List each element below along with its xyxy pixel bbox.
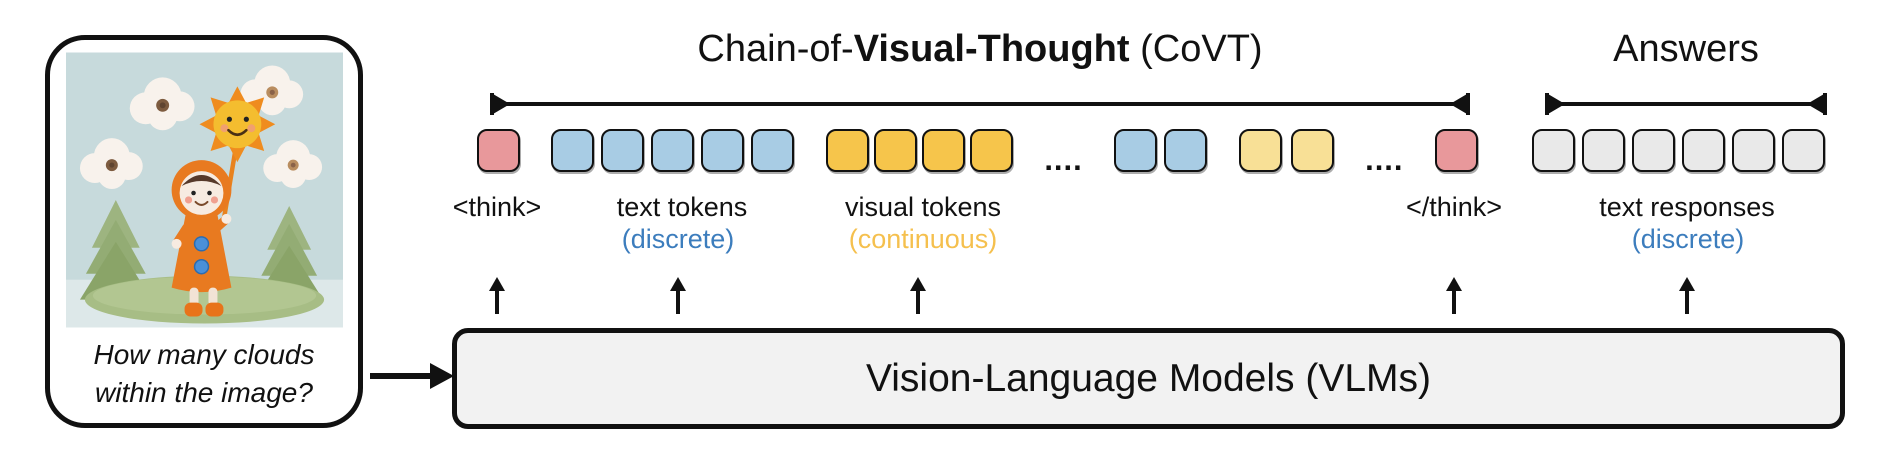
vlm-label: Vision-Language Models (VLMs) <box>865 356 1432 400</box>
visual-token <box>825 129 869 172</box>
doll-icon <box>171 160 232 317</box>
think-close-group <box>1434 129 1478 172</box>
input-card: How many clouds within the image? <box>45 35 363 428</box>
question-line-1: How many clouds <box>93 339 315 370</box>
arrow-shaft <box>495 289 499 314</box>
right-arrowhead-icon <box>493 94 510 114</box>
text-token <box>701 129 745 172</box>
answers-title: Answers <box>1545 28 1827 71</box>
left-arrowhead-icon <box>1807 94 1824 114</box>
text-token <box>1164 129 1208 172</box>
text-tokens-group <box>551 129 795 172</box>
text-responses-group <box>1532 129 1825 172</box>
text-response-token <box>1732 129 1775 172</box>
span-line-left-cap <box>1545 93 1549 115</box>
label-text-responses: text responses <box>1599 192 1775 222</box>
visual-token-light <box>1290 129 1334 172</box>
label-visual-tokens: visual tokens <box>844 192 1002 222</box>
cloud-icon <box>79 138 143 190</box>
input-arrow-icon <box>370 363 454 389</box>
visual-token-light <box>1238 129 1282 172</box>
grass-icon <box>84 275 325 324</box>
up-arrow-icon <box>669 277 687 314</box>
span-line-shaft <box>490 102 1470 106</box>
up-arrow-icon <box>488 277 506 314</box>
text-token <box>1114 129 1158 172</box>
cloud-icon <box>263 140 323 189</box>
text-response-token <box>1582 129 1625 172</box>
visual-tokens-light-group <box>1238 129 1334 172</box>
left-arrowhead-icon <box>1450 94 1467 114</box>
covt-span-line <box>490 93 1470 115</box>
answers-title-text: Answers <box>1613 28 1759 70</box>
arrow-head <box>430 363 454 389</box>
think-close-token <box>1434 129 1478 172</box>
span-line-shaft <box>1545 102 1827 106</box>
visual-token <box>921 129 965 172</box>
covt-title-suffix: (CoVT) <box>1129 28 1263 70</box>
span-line-left-cap <box>490 93 494 115</box>
text-token <box>601 129 645 172</box>
label-think-open: <think> <box>452 192 542 222</box>
covt-token-row: ........ <box>477 129 1478 177</box>
covt-title-bold: Visual-Thought <box>853 28 1130 70</box>
text-response-token <box>1632 129 1675 172</box>
text-response-token <box>1532 129 1575 172</box>
text-token <box>751 129 795 172</box>
ellipsis-dots: .... <box>1044 142 1083 177</box>
arrow-head <box>1446 277 1462 291</box>
span-line-right-cap <box>1823 93 1827 115</box>
arrow-head <box>670 277 686 291</box>
label-think-close: </think> <box>1405 192 1503 222</box>
answers-span-line <box>1545 93 1827 115</box>
arrow-shaft <box>916 289 920 314</box>
arrow-shaft <box>1685 289 1689 314</box>
span-line-right-cap <box>1466 93 1470 115</box>
text-response-token <box>1682 129 1725 172</box>
arrow-shaft <box>676 289 680 314</box>
arrow-head <box>910 277 926 291</box>
visual-token <box>873 129 917 172</box>
arrow-head <box>1679 277 1695 291</box>
covt-title: Chain-of-Visual-Thought (CoVT) <box>490 28 1470 71</box>
note-discrete-text-responses: (discrete) <box>1631 224 1745 254</box>
text-tokens-group <box>1114 129 1208 172</box>
right-arrowhead-icon <box>1548 94 1565 114</box>
arrow-shaft <box>1452 289 1456 314</box>
think-open-token <box>477 129 520 172</box>
question-text: How many clouds within the image? <box>50 336 358 412</box>
ellipsis-dots: .... <box>1365 142 1404 177</box>
visual-tokens-group <box>825 129 1013 172</box>
note-continuous-visual-tokens: (continuous) <box>848 224 998 254</box>
text-token <box>651 129 695 172</box>
label-text-tokens: text tokens <box>616 192 748 222</box>
cloud-icon <box>129 77 195 131</box>
scene-photo <box>66 52 343 328</box>
vlm-box: Vision-Language Models (VLMs) <box>452 328 1845 429</box>
text-token <box>551 129 595 172</box>
up-arrow-icon <box>1445 277 1463 314</box>
up-arrow-icon <box>909 277 927 314</box>
arrow-head <box>489 277 505 291</box>
text-response-token <box>1782 129 1825 172</box>
covt-title-prefix: Chain-of- <box>697 28 854 70</box>
arrow-shaft <box>370 373 434 379</box>
question-line-2: within the image? <box>95 377 313 408</box>
think-open-group <box>477 129 520 172</box>
note-discrete-text-tokens: (discrete) <box>621 224 735 254</box>
visual-token <box>969 129 1013 172</box>
up-arrow-icon <box>1678 277 1696 314</box>
answers-token-row <box>1532 129 1825 172</box>
